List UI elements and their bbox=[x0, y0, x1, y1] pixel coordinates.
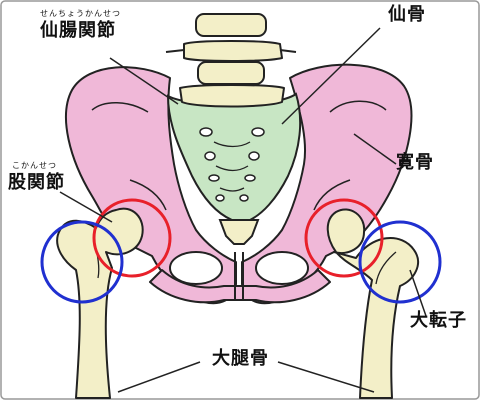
sacroiliac-joint-label: 仙腸関節 bbox=[40, 20, 116, 41]
left-hip-joint-circle bbox=[92, 198, 172, 278]
right-femur bbox=[326, 208, 419, 399]
right-trochanter-circle bbox=[358, 220, 442, 304]
left-femur bbox=[56, 207, 144, 399]
sacral-foramina bbox=[199, 127, 265, 202]
greater-trochanter-label: 大転子 bbox=[410, 310, 467, 331]
sacrum-label: 仙骨 bbox=[388, 4, 426, 25]
coccyx bbox=[218, 219, 260, 245]
leader-femur-right bbox=[277, 361, 375, 393]
right-obturator bbox=[255, 251, 309, 285]
leader-lines bbox=[59, 27, 427, 393]
pubic-arch bbox=[149, 269, 331, 304]
ilium-label: 寛骨 bbox=[396, 152, 434, 173]
sacroiliac-joint-ruby: せんちょうかんせつ bbox=[40, 9, 121, 18]
left-obturator bbox=[169, 251, 223, 285]
leader-trochanter bbox=[409, 269, 427, 317]
right-hip-joint-circle bbox=[304, 198, 384, 278]
left-trochanter-circle bbox=[40, 220, 124, 304]
leader-sacrum bbox=[281, 27, 381, 125]
hip-joint-label: 股関節 bbox=[8, 172, 65, 193]
hip-joint-ruby: こかんせつ bbox=[12, 161, 57, 170]
pelvis-shape bbox=[65, 63, 413, 305]
leader-ilium bbox=[353, 133, 397, 165]
femur-label: 大腿骨 bbox=[212, 348, 269, 369]
sacrum-shape bbox=[166, 92, 302, 221]
leader-femur-left bbox=[117, 361, 201, 393]
leader-sacroiliac bbox=[109, 57, 179, 105]
leader-hip-joint bbox=[59, 191, 113, 223]
lumbar-vertebrae bbox=[179, 13, 285, 108]
